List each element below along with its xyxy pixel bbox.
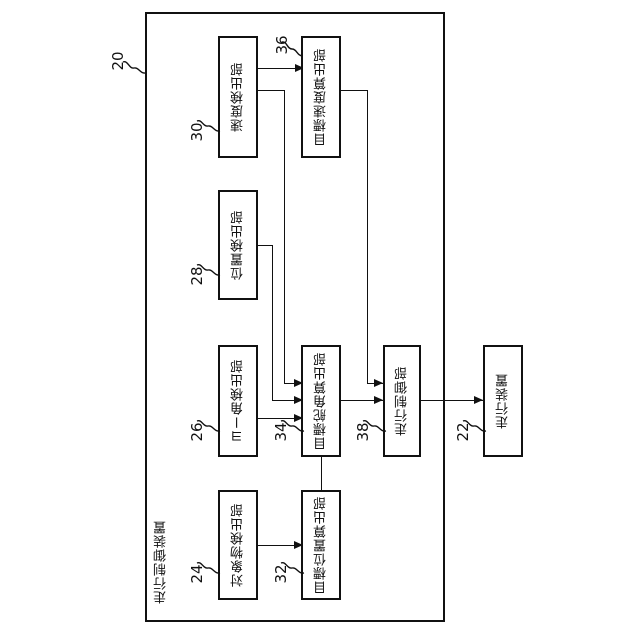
ref-leader-38 — [362, 419, 387, 432]
ref-number-32: 32 — [272, 564, 290, 584]
travel-control-device-enclosure — [145, 12, 445, 622]
block-label-target-steer-calculator: 目標舵角算出部 — [313, 352, 329, 450]
link-position-to-steer-seg3 — [272, 400, 301, 401]
block-label-target-position-calculator: 目標位置算出部 — [313, 496, 329, 594]
ref-leader-24 — [196, 561, 221, 574]
block-label-position-detector: 位置検出部 — [230, 210, 246, 280]
block-target-speed-calculator[interactable]: 目標速度算出部 — [301, 36, 341, 158]
link-target-position-to-steer — [321, 455, 322, 490]
link-steer-to-controller — [340, 400, 384, 401]
block-label-yaw-angle-detector: ヨー角検出部 — [230, 359, 246, 443]
ref-number-34: 34 — [272, 422, 290, 442]
ref-number-30: 30 — [188, 122, 206, 142]
link-position-to-steer-seg1 — [258, 245, 272, 246]
block-target-position-calculator[interactable]: 目標位置算出部 — [301, 490, 341, 600]
link-controller-to-travel-device — [420, 400, 483, 401]
link-object-to-target-position — [258, 545, 301, 546]
block-label-object-detector: 対象物検出部 — [230, 503, 246, 587]
ref-number-24: 24 — [188, 564, 206, 584]
arrowhead-target-speed-to-controller — [374, 378, 383, 387]
link-speed-to-steer-seg1 — [258, 90, 284, 91]
arrowhead-yaw-to-steer — [294, 413, 303, 422]
block-travel-controller[interactable]: 走行制御部 — [383, 345, 421, 457]
ref-leader-36 — [281, 41, 304, 57]
ref-number-20: 20 — [109, 51, 127, 71]
link-speed-to-target-speed — [258, 68, 301, 69]
ref-leader-20 — [122, 61, 147, 74]
ref-number-38: 38 — [354, 422, 372, 442]
block-travel-device[interactable]: 走行装置 — [483, 345, 523, 457]
arrowhead-object-to-target-position — [294, 540, 303, 549]
block-speed-detector[interactable]: 速度検出部 — [218, 36, 258, 158]
ref-number-22: 22 — [454, 422, 472, 442]
block-target-steer-calculator[interactable]: 目標舵角算出部 — [301, 345, 341, 457]
link-target-speed-to-controller-seg2 — [367, 90, 368, 383]
link-speed-to-steer-seg3 — [284, 383, 301, 384]
ref-leader-32 — [280, 561, 305, 574]
block-object-detector[interactable]: 対象物検出部 — [218, 490, 258, 600]
block-label-travel-controller: 走行制御部 — [394, 366, 410, 436]
ref-leader-28 — [196, 263, 221, 276]
enclosure-caption: 走行制御装置 — [154, 520, 169, 604]
block-position-detector[interactable]: 位置検出部 — [218, 190, 258, 300]
ref-leader-34 — [280, 419, 305, 432]
block-label-speed-detector: 速度検出部 — [230, 62, 246, 132]
ref-leader-26 — [196, 419, 221, 432]
block-yaw-angle-detector[interactable]: ヨー角検出部 — [218, 345, 258, 457]
block-label-target-speed-calculator: 目標速度算出部 — [313, 48, 329, 146]
ref-number-28: 28 — [188, 266, 206, 286]
link-speed-to-steer-seg2 — [284, 90, 285, 383]
link-position-to-steer-seg2 — [272, 245, 273, 400]
link-target-speed-to-controller-seg1 — [340, 90, 367, 91]
ref-number-26: 26 — [188, 422, 206, 442]
link-yaw-to-steer — [258, 418, 301, 419]
arrowhead-position-to-steer — [294, 395, 303, 404]
arrowhead-controller-to-travel-device — [474, 395, 483, 404]
ref-leader-30 — [196, 119, 221, 132]
arrowhead-speed-to-steer — [294, 378, 303, 387]
ref-number-36: 36 — [273, 35, 291, 55]
arrowhead-speed-to-target-speed — [295, 63, 304, 72]
arrowhead-steer-to-controller — [374, 395, 383, 404]
block-label-travel-device: 走行装置 — [495, 373, 511, 429]
ref-leader-22 — [462, 419, 487, 432]
